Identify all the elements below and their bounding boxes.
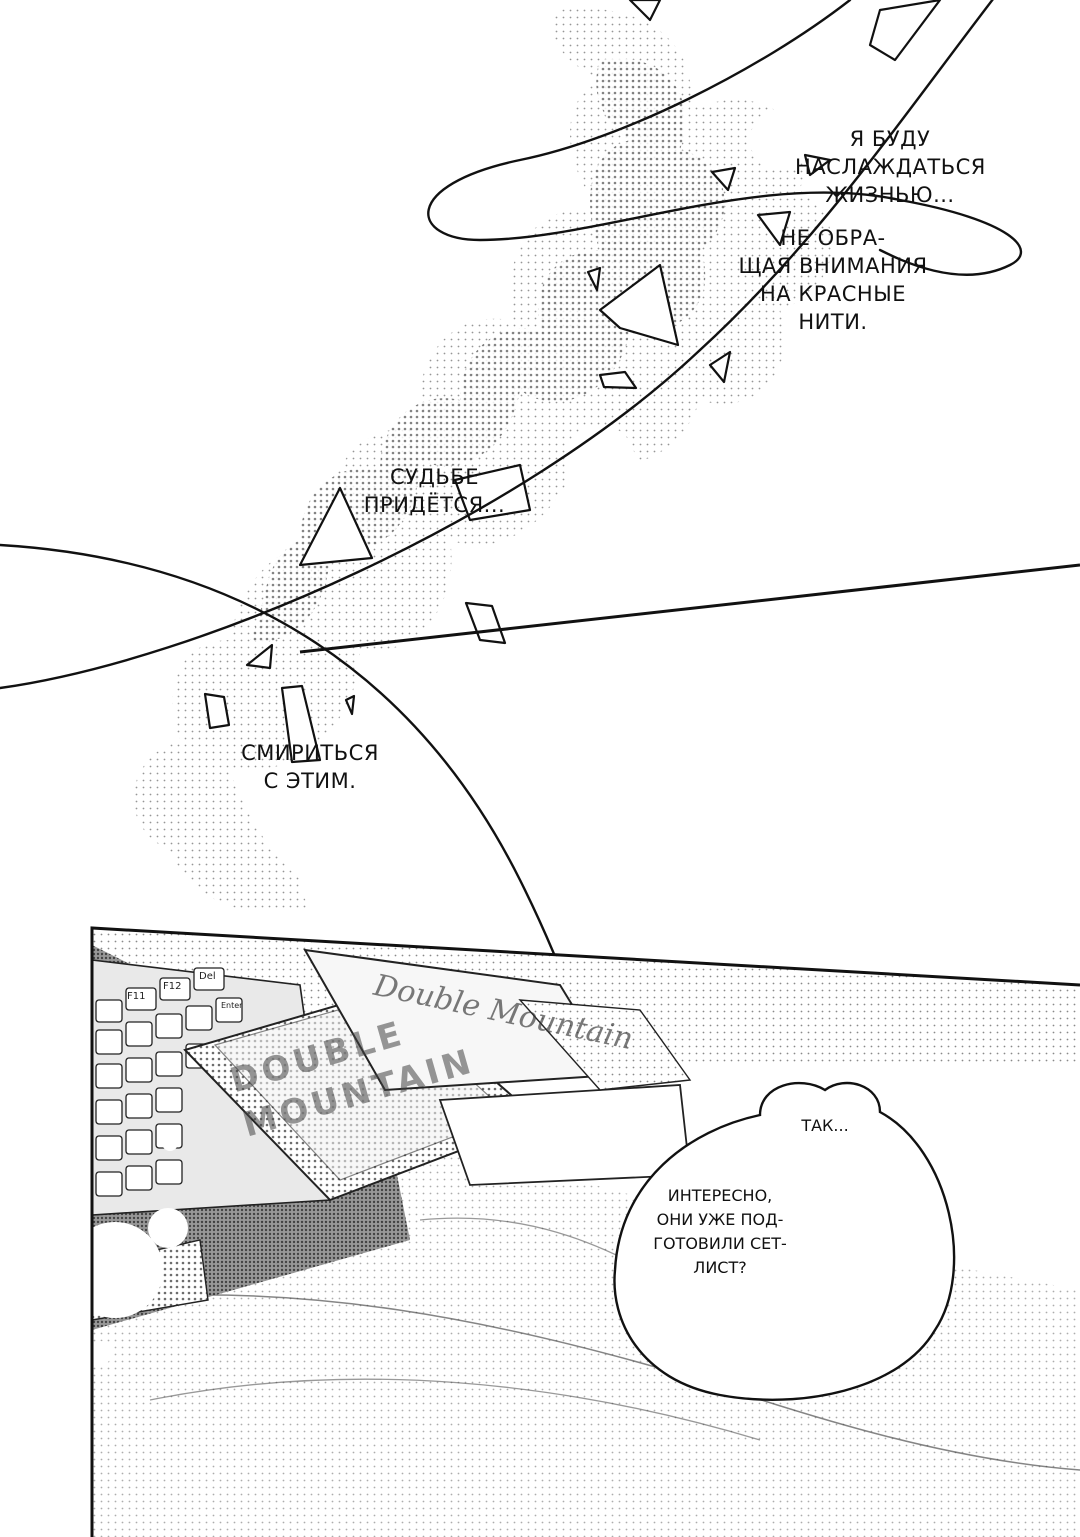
key-f11: F11 — [127, 991, 146, 1002]
key-del: Del — [199, 971, 216, 982]
bubble-text-setlist: ИНТЕРЕСНО, ОНИ УЖЕ ПОД- ГОТОВИЛИ СЕТ- ЛИ… — [653, 1186, 787, 1277]
caption-enjoy-life: Я БУДУ НАСЛАЖДАТЬСЯ ЖИЗНЬЮ... — [795, 127, 986, 207]
key-f12: F12 — [163, 981, 182, 992]
shards — [203, 0, 942, 764]
merch-cards — [183, 948, 692, 1202]
panel-divider-line — [299, 563, 1080, 654]
caption-fate-will: СУДЬБЕ ПРИДЁТСЯ... — [363, 465, 506, 517]
screentone-cloud-band — [133, 8, 868, 920]
bottom-panel-top-border — [90, 926, 1080, 1063]
caption-accept-it: СМИРИТЬСЯ С ЭТИМ. — [241, 741, 379, 793]
caption-ignore-threads: НЕ ОБРА- ЩАЯ ВНИМАНИЯ НА КРАСНЫЕ НИТИ. — [738, 226, 928, 334]
key-enter: Enter — [221, 1001, 243, 1010]
speech-bubble — [613, 1081, 956, 1401]
bubble-text-so: ТАК... — [801, 1116, 849, 1135]
bottom-panel — [67, 928, 1080, 1537]
